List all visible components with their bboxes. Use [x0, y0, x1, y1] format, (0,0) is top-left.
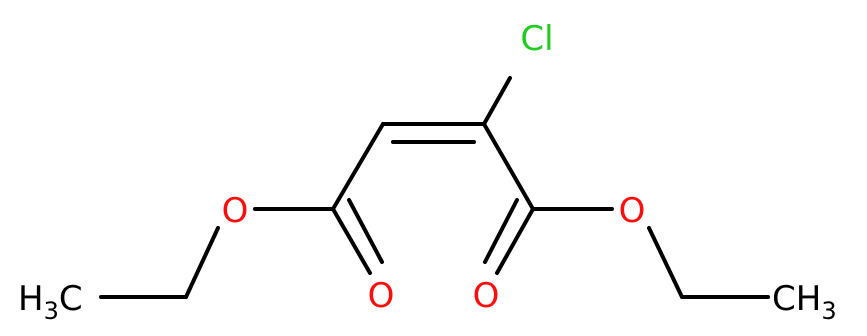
bond-c-o-double-right-b [483, 198, 519, 264]
bond-o-ch2-right [647, 226, 684, 299]
methyl-left-c: C [59, 279, 83, 319]
bond-c-ch-left [331, 122, 385, 211]
atoms: Cl O O O O H3C CH3 [18, 19, 837, 325]
methyl-left-subscript: 3 [44, 297, 59, 325]
ester-oxygen-right-label: O [619, 191, 646, 231]
bond-c-o-double-right-a [495, 207, 535, 275]
methyl-right-subscript: 3 [821, 297, 836, 325]
methyl-left-h: H [18, 279, 44, 319]
bond-c-c-right [482, 122, 535, 211]
bond-c-cl [482, 76, 512, 126]
bond-c-o-double-left-a [331, 207, 372, 275]
bond-c-o-double-left-b [347, 198, 384, 264]
methyl-right-ch: CH [772, 279, 821, 319]
ester-oxygen-left-label: O [222, 191, 249, 231]
methyl-left-label: H3C [18, 279, 83, 325]
bonds [99, 76, 770, 299]
carbonyl-oxygen-left-label: O [368, 276, 395, 316]
carbonyl-oxygen-right-label: O [473, 276, 500, 316]
bond-ch2-o-left [184, 226, 220, 299]
chlorine-atom-label: Cl [520, 19, 553, 59]
methyl-right-label: CH3 [772, 279, 837, 325]
